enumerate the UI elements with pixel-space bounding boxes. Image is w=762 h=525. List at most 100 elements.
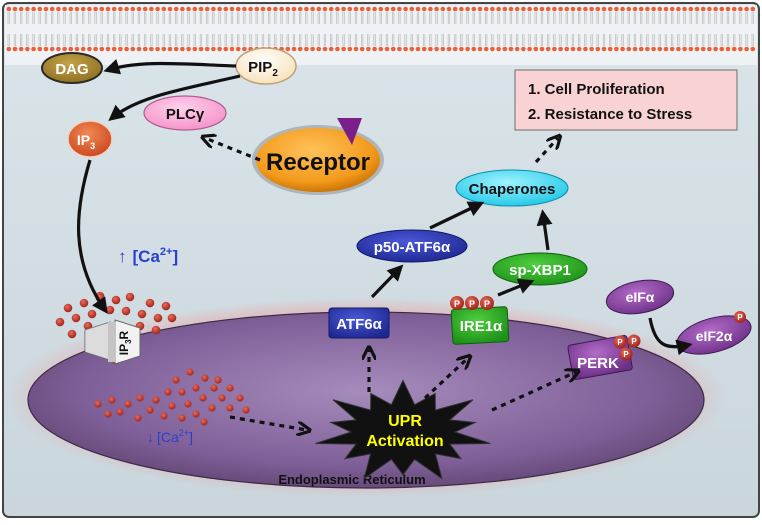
arrow-eif-to-eif2 [648,317,693,356]
arrow-ire1-to-xbp1 [497,278,535,297]
lipid-head [601,6,607,12]
lipid-head [316,46,322,52]
lipid-head [186,6,191,12]
lipid-head [595,6,601,12]
lipid-head [105,46,111,52]
lipid-head [211,6,216,12]
lipid-head [428,46,433,52]
lipid-head [446,6,452,12]
lipid-head [545,6,551,12]
lipid-head [124,6,129,12]
lipid-head [694,46,700,52]
lipid-head [533,46,539,52]
chaperones-label: Chaperones [469,181,556,198]
calcium-ion [94,400,102,408]
eif-alpha-label: eIFα [626,289,655,305]
phosphate-icon [465,296,479,310]
lipid-head [260,6,266,12]
lipid-head [130,46,136,52]
lipid-head [403,46,408,52]
calcium-ion [161,301,171,311]
lipid-head [155,6,160,12]
lipid-head [353,46,359,52]
lipid-head [403,6,408,12]
lipid-head [620,46,625,52]
calcium-ion [199,394,207,402]
lipid-head [669,46,675,52]
lipid-head [558,6,563,12]
calcium-ion [160,412,168,420]
phosphate-icon [627,334,641,348]
dashed-arrows [205,138,576,430]
lipid-head [651,6,656,12]
lipid-head [366,46,371,52]
lipid-head [93,6,98,12]
lipid-head [353,6,359,12]
lipid-head [707,46,712,52]
calcium-ion [226,404,234,412]
lipid-head [434,46,439,52]
calcium-ion [210,384,218,392]
lipid-head [37,46,43,52]
lipid-head [378,46,384,52]
lipid-head [707,6,712,12]
calcium-ion [208,404,216,412]
phosphate-icon [613,335,627,349]
lipid-head [49,6,55,12]
lipid-head [700,6,706,12]
lipid-head [688,46,694,52]
lipid-head [167,6,173,12]
lipid-head [583,6,588,12]
lipid-head [496,46,501,52]
arrow-atf6-to-p50 [370,264,404,299]
calcium-ion [55,317,65,327]
phosphate-icon [619,347,633,361]
lipid-head [614,6,619,12]
lipid-head [93,46,98,52]
eif-alpha-node [605,279,675,315]
lipid-head [539,6,545,12]
atf6-label: ATF6α [336,316,382,333]
ire1-label: IRE1α [460,318,503,335]
chaperones-node [455,169,569,207]
lipid-head [304,46,309,52]
calcium-ion [111,295,121,305]
lipid-head [161,46,167,52]
lipid-head [614,46,619,52]
lipid-head [601,46,607,52]
phosphate-label: P [469,299,475,309]
phosphate-label: P [623,350,629,359]
lipid-head [111,6,117,12]
lipid-head [149,46,154,52]
lipid-head [638,46,644,52]
lipid-head [397,6,402,12]
phosphate-icon [480,296,494,310]
lipid-head [521,46,526,52]
lipid-head [291,46,297,52]
lipid-head [607,6,613,12]
phosphate-label: P [631,337,637,346]
lipid-head [62,6,67,12]
lipid-head [552,6,557,12]
lipid-head [341,6,346,12]
lipid-head [508,6,514,12]
calcium-ion [200,418,208,426]
lipid-head [669,6,675,12]
phosphate-icon [450,296,464,310]
lipid-head [49,46,55,52]
lipid-head [99,46,105,52]
phosphate-label: P [617,338,623,347]
lipid-head [459,6,464,12]
lipid-head [570,6,576,12]
lipid-head [173,46,179,52]
calcium-ion [79,298,89,308]
lipid-head [136,6,142,12]
lipid-head [111,46,117,52]
calcium-ion [124,400,132,408]
lipid-head [409,6,415,12]
lipid-head [74,6,80,12]
lipid-head [589,46,594,52]
lipid-head [465,6,470,12]
